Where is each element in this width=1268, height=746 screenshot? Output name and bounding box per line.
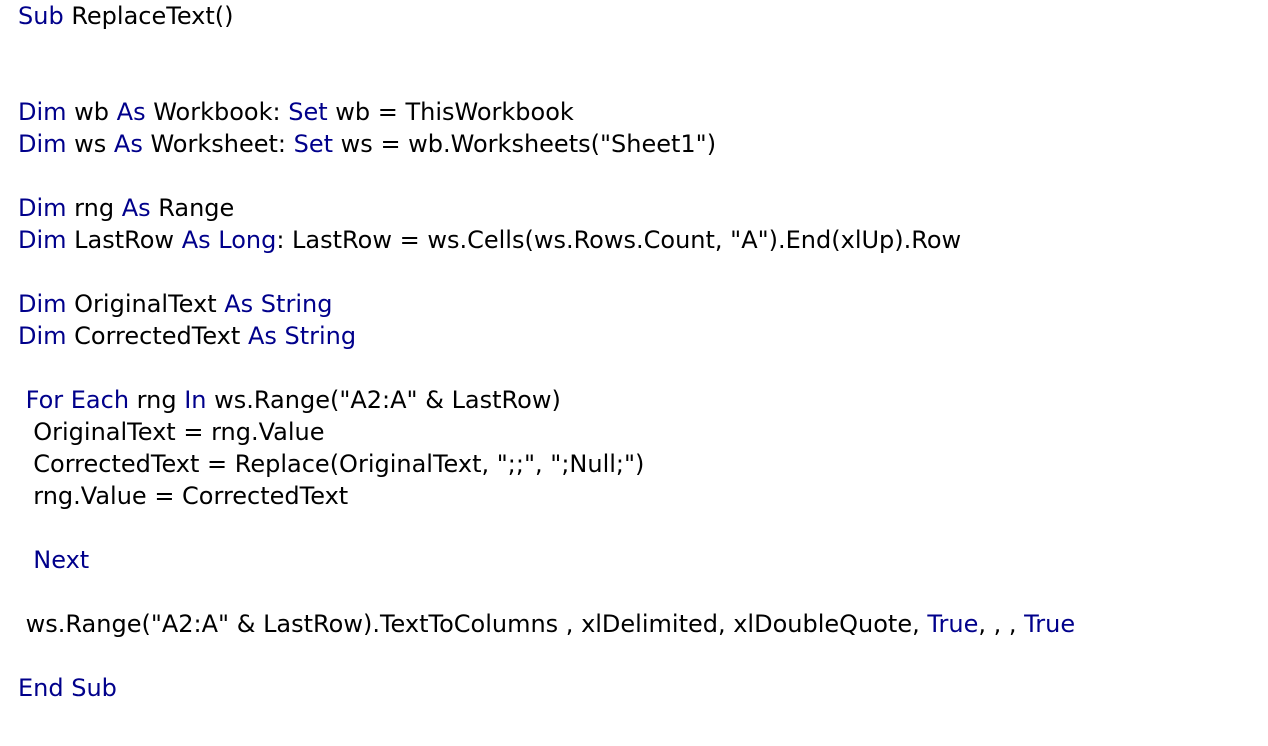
- code-line: [18, 64, 1258, 96]
- code-keyword: As: [113, 130, 143, 158]
- code-line: [18, 512, 1258, 544]
- code-text: ReplaceText(): [63, 2, 234, 30]
- code-keyword: Set: [293, 130, 334, 158]
- code-line: Dim CorrectedText As String: [18, 320, 1258, 352]
- code-keyword: As Long: [181, 226, 277, 254]
- code-line: CorrectedText = Replace(OriginalText, ";…: [18, 448, 1258, 480]
- code-editor[interactable]: Sub ReplaceText() Dim wb As Workbook: Set…: [18, 0, 1258, 704]
- code-line: Dim LastRow As Long: LastRow = ws.Cells(…: [18, 224, 1258, 256]
- code-line: rng.Value = CorrectedText: [18, 480, 1258, 512]
- code-line: [18, 640, 1258, 672]
- code-text: CorrectedText = Replace(OriginalText, ";…: [18, 450, 645, 478]
- code-keyword: As String: [247, 322, 357, 350]
- code-line: [18, 160, 1258, 192]
- code-text: OriginalText: [66, 290, 225, 318]
- code-keyword: As String: [224, 290, 333, 318]
- code-text: wb = ThisWorkbook: [327, 98, 574, 126]
- code-keyword: Dim: [18, 290, 67, 318]
- code-text: OriginalText = rng.Value: [18, 418, 325, 446]
- code-line: End Sub: [18, 672, 1258, 704]
- code-line: OriginalText = rng.Value: [18, 416, 1258, 448]
- code-keyword: In: [184, 386, 207, 414]
- code-text: ws: [66, 130, 114, 158]
- code-line: [18, 576, 1258, 608]
- code-text: ws.Range("A2:A" & LastRow): [206, 386, 561, 414]
- code-keyword: Dim: [18, 130, 67, 158]
- code-text: Worksheet:: [142, 130, 294, 158]
- code-text: [18, 386, 26, 414]
- code-line: [18, 256, 1258, 288]
- code-text: rng: [129, 386, 185, 414]
- code-keyword: For Each: [25, 386, 130, 414]
- code-line: For Each rng In ws.Range("A2:A" & LastRo…: [18, 384, 1258, 416]
- code-line: [18, 352, 1258, 384]
- code-text: wb: [66, 98, 117, 126]
- code-keyword: As: [121, 194, 151, 222]
- code-text: rng: [66, 194, 122, 222]
- code-keyword: Next: [33, 546, 90, 574]
- code-text: rng.Value = CorrectedText: [18, 482, 349, 510]
- code-line: Dim rng As Range: [18, 192, 1258, 224]
- code-text: [18, 546, 33, 574]
- code-line: Sub ReplaceText(): [18, 0, 1258, 32]
- code-line: [18, 32, 1258, 64]
- code-line: Dim ws As Worksheet: Set ws = wb.Workshe…: [18, 128, 1258, 160]
- code-text: LastRow: [66, 226, 182, 254]
- code-keyword: Dim: [18, 322, 67, 350]
- code-keyword: Dim: [18, 194, 67, 222]
- code-keyword: Dim: [18, 226, 67, 254]
- code-text: : LastRow = ws.Cells(ws.Rows.Count, "A")…: [276, 226, 962, 254]
- code-line: ws.Range("A2:A" & LastRow).TextToColumns…: [18, 608, 1258, 640]
- code-text: ws.Range("A2:A" & LastRow).TextToColumns…: [18, 610, 928, 638]
- code-line: Next: [18, 544, 1258, 576]
- code-keyword: True: [927, 610, 979, 638]
- code-keyword: Dim: [18, 98, 67, 126]
- code-text: Workbook:: [145, 98, 289, 126]
- code-line: Dim OriginalText As String: [18, 288, 1258, 320]
- code-text: CorrectedText: [66, 322, 248, 350]
- code-text: Range: [150, 194, 235, 222]
- code-line: Dim wb As Workbook: Set wb = ThisWorkboo…: [18, 96, 1258, 128]
- code-keyword: True: [1024, 610, 1076, 638]
- code-keyword: Sub: [18, 2, 64, 30]
- code-keyword: End Sub: [18, 674, 117, 702]
- code-keyword: Set: [288, 98, 328, 126]
- code-keyword: As: [116, 98, 146, 126]
- code-text: ws = wb.Worksheets("Sheet1"): [333, 130, 717, 158]
- code-text: , , ,: [978, 610, 1025, 638]
